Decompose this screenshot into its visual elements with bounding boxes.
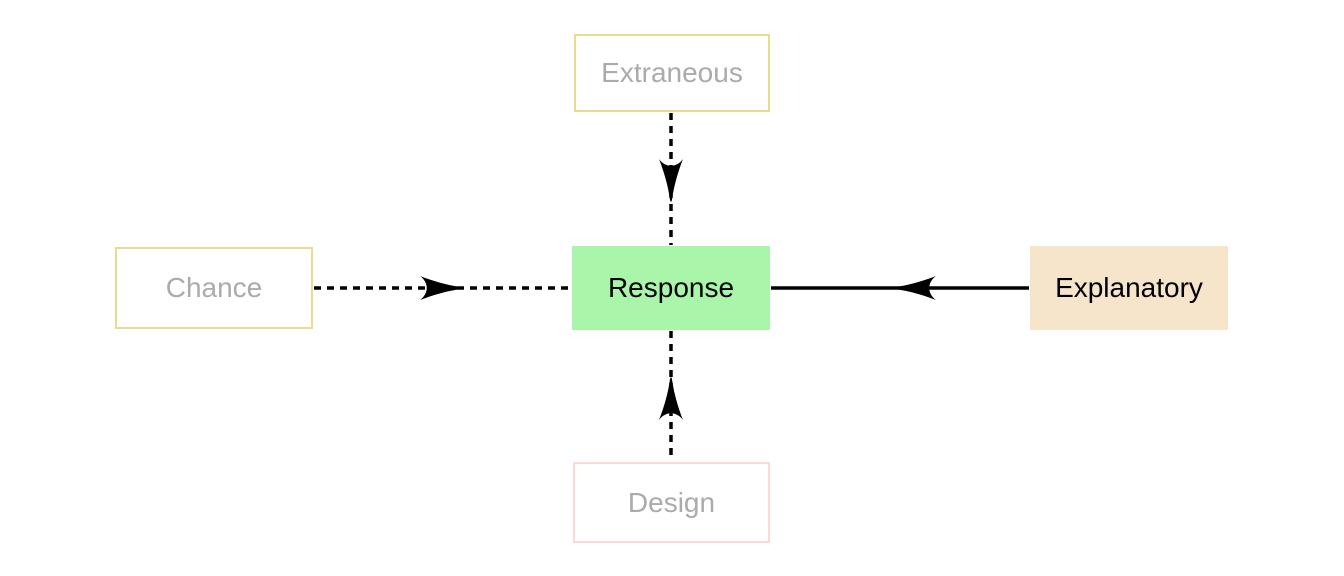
- arrowhead-right-icon: [420, 276, 463, 300]
- node-response-label: Response: [607, 272, 735, 303]
- node-chance-label: Chance: [165, 272, 263, 303]
- node-chance: Chance: [115, 247, 313, 329]
- node-design: Design: [573, 462, 770, 543]
- node-response: Response: [572, 246, 770, 330]
- node-extraneous: Extraneous: [574, 34, 770, 112]
- edge-explanatory-to-response: [771, 276, 1029, 300]
- edge-extraneous-to-response: [659, 113, 683, 245]
- node-extraneous-label: Extraneous: [601, 57, 743, 88]
- node-explanatory-label: Explanatory: [1055, 272, 1203, 303]
- node-explanatory: Explanatory: [1030, 246, 1228, 330]
- edge-design-to-response: [659, 331, 683, 461]
- edge-chance-to-response: [314, 276, 571, 300]
- node-design-label: Design: [627, 486, 716, 518]
